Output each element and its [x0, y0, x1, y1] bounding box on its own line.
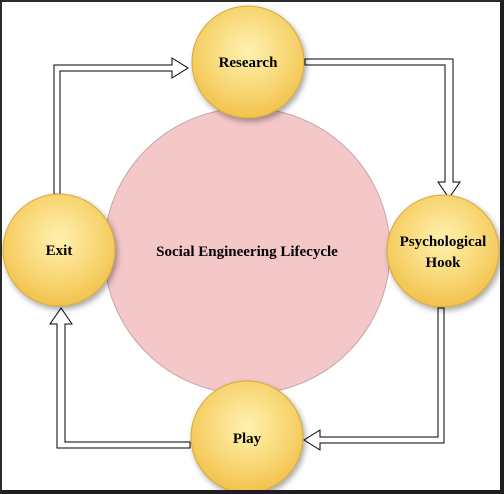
arrow-play-to-exit	[49, 307, 191, 449]
node-hook-label-line1: Psychological	[400, 234, 487, 250]
node-exit-label: Exit	[46, 243, 73, 259]
node-research: Research	[191, 5, 305, 119]
node-exit: Exit	[2, 193, 116, 307]
node-psychological-hook: Psychological Hook	[386, 194, 500, 308]
node-research-label: Research	[219, 55, 279, 71]
arrow-research-to-hook	[304, 58, 461, 199]
arrow-hook-to-play	[303, 307, 445, 451]
node-play: Play	[190, 380, 304, 490]
lifecycle-diagram: Social Engineering Lifecycle Research Ps…	[2, 5, 500, 490]
center-label: Social Engineering Lifecycle	[156, 244, 338, 260]
arrow-exit-to-research	[53, 57, 189, 195]
node-play-label: Play	[233, 431, 262, 447]
node-hook-label-line2: Hook	[425, 255, 461, 271]
